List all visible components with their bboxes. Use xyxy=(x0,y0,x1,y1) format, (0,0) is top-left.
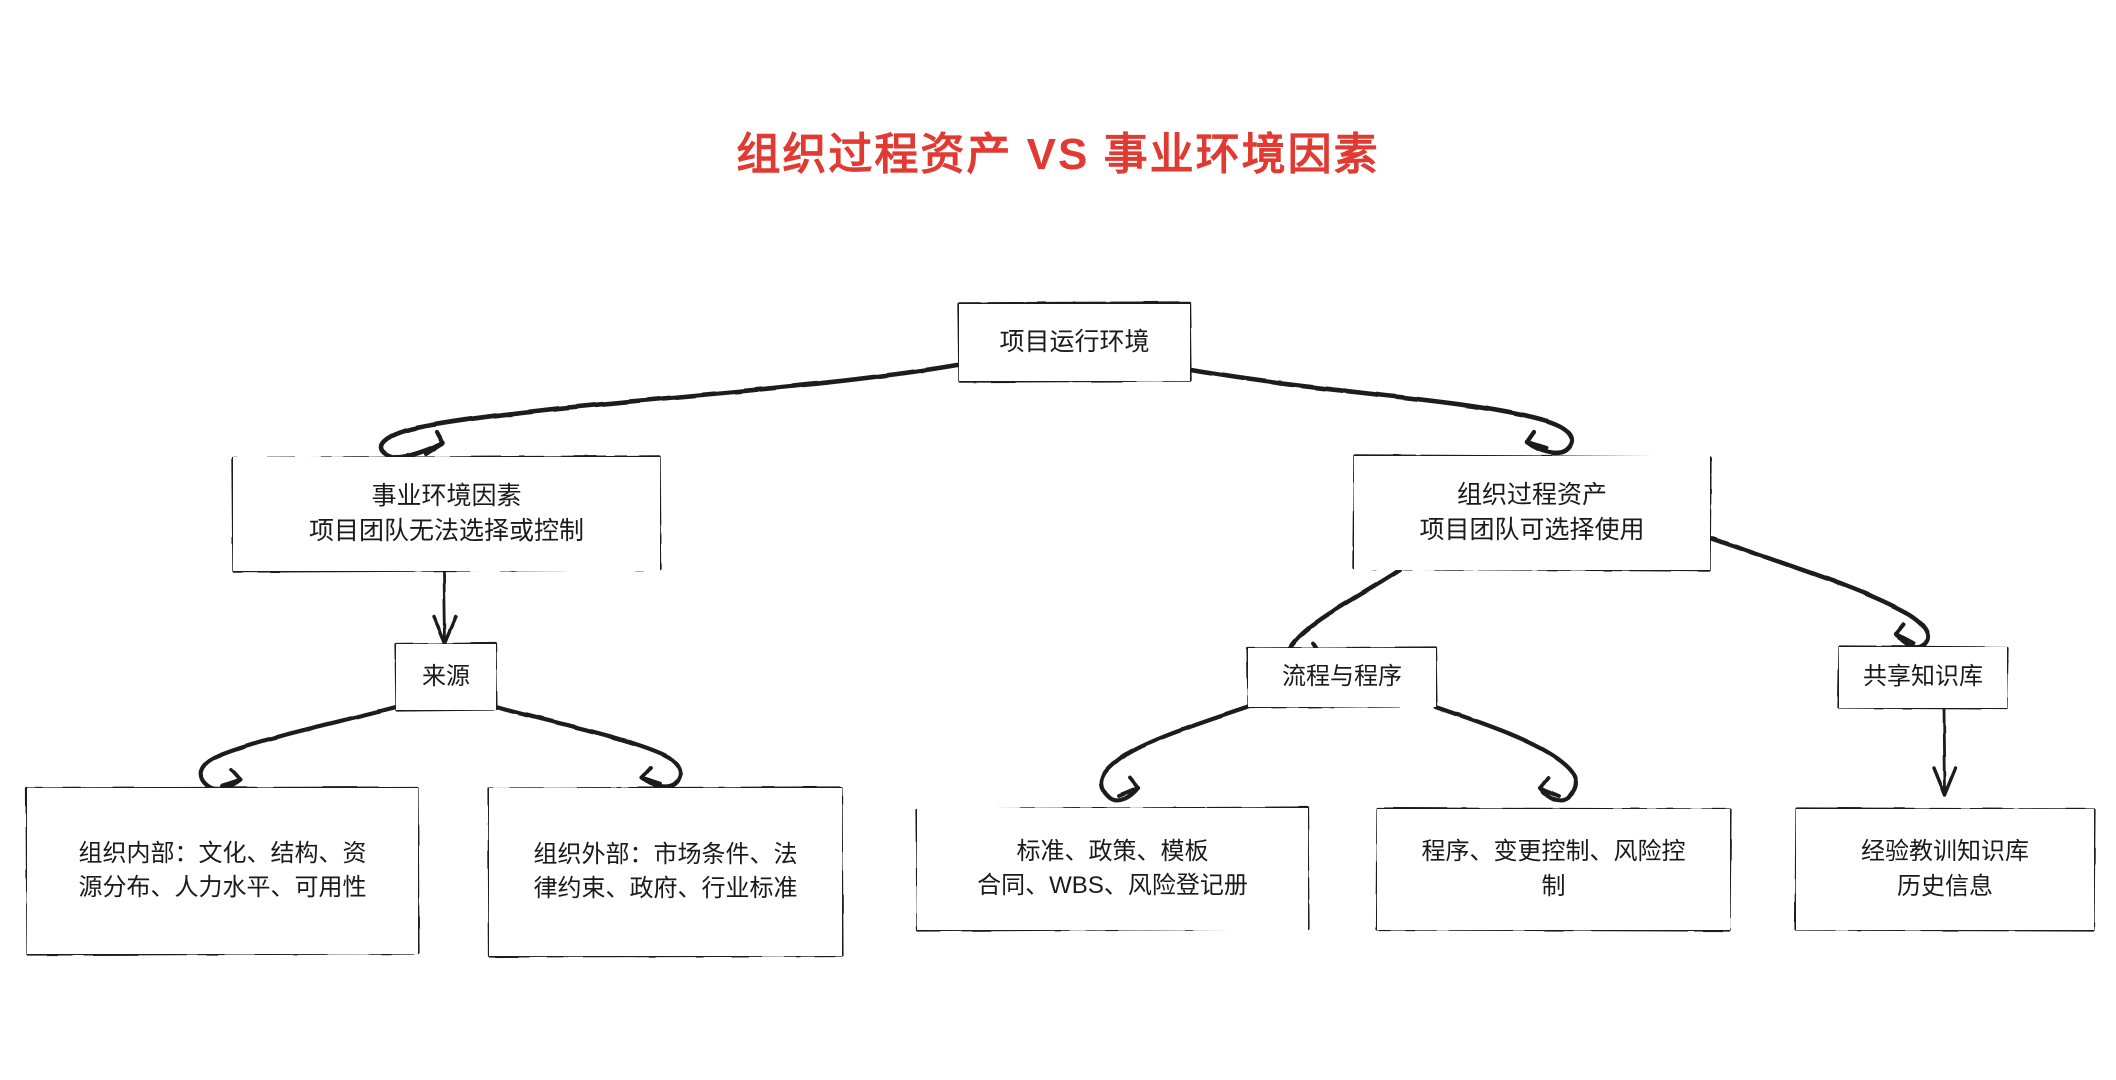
node-external[interactable]: 组织外部：市场条件、法 律约束、政府、行业标准 xyxy=(489,788,842,956)
node-eef[interactable]: 事业环境因素 项目团队无法选择或控制 xyxy=(233,457,660,571)
node-procedures[interactable]: 程序、变更控制、风险控 制 xyxy=(1377,809,1730,930)
node-source[interactable]: 来源 xyxy=(396,644,496,710)
node-standards[interactable]: 标准、政策、模板 合同、WBS、风险登记册 xyxy=(917,808,1308,930)
node-subtitle: 项目团队无法选择或控制 xyxy=(308,517,584,545)
node-project-environment[interactable]: 项目运行环境 xyxy=(959,304,1190,381)
node-label: 流程与程序 xyxy=(1282,663,1402,691)
connector-eef-to-source xyxy=(442,570,447,642)
node-title: 组织过程资产 xyxy=(1456,480,1607,509)
node-shared-knowledge-base[interactable]: 共享知识库 xyxy=(1839,647,2007,708)
node-label: 共享知识库 xyxy=(1863,663,1983,691)
connector-opa-to-shared-kb xyxy=(1707,535,1931,649)
connector-source-to-internal xyxy=(198,704,399,789)
node-line-2: 制 xyxy=(1541,872,1566,900)
node-line-1: 程序、变更控制、风险控 xyxy=(1421,838,1686,866)
node-internal[interactable]: 组织内部：文化、结构、资 源分布、人力水平、可用性 xyxy=(27,788,418,954)
connector-source-to-external xyxy=(493,704,683,787)
node-line-1: 组织外部：市场条件、法 xyxy=(533,840,798,868)
node-subtitle: 项目团队可选择使用 xyxy=(1419,516,1645,544)
connector-root-to-opa xyxy=(1188,367,1574,453)
node-label: 来源 xyxy=(422,662,470,690)
node-line-1: 经验教训知识库 xyxy=(1861,838,2029,866)
node-line-2: 律约束、政府、行业标准 xyxy=(533,875,798,902)
node-label: 项目运行环境 xyxy=(999,327,1150,356)
page-title: 组织过程资产 VS 事业环境因素 xyxy=(736,130,1380,179)
node-title: 事业环境因素 xyxy=(371,481,522,510)
node-line-1: 标准、政策、模板 xyxy=(1016,837,1209,865)
connector-root-to-eef xyxy=(379,362,960,459)
connector-process-to-procedures xyxy=(1433,704,1579,801)
node-process-procedure[interactable]: 流程与程序 xyxy=(1248,648,1436,707)
connector-process-to-standards xyxy=(1099,704,1251,801)
node-line-1: 组织内部：文化、结构、资 xyxy=(78,839,367,867)
connector-shared-kb-to-lessons xyxy=(1942,707,1947,792)
node-line-2: 合同、WBS、风险登记册 xyxy=(977,872,1248,899)
node-line-2: 源分布、人力水平、可用性 xyxy=(78,874,367,901)
node-lessons-learned[interactable]: 经验教训知识库 历史信息 xyxy=(1796,809,2094,930)
node-opa[interactable]: 组织过程资产 项目团队可选择使用 xyxy=(1354,456,1710,570)
node-line-2: 历史信息 xyxy=(1897,872,1993,900)
